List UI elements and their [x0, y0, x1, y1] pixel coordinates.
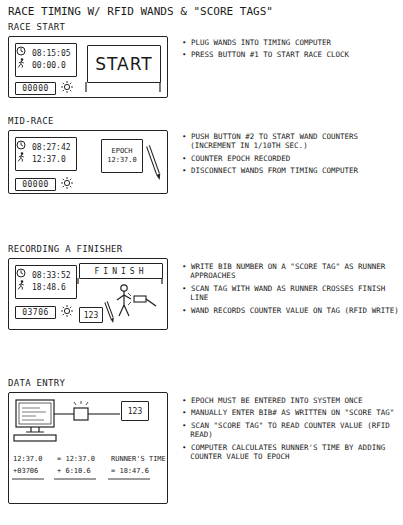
bullet-note: • WRITE BIB NUMBER ON A "SCORE TAG" AS R… — [182, 262, 403, 281]
clock-icon — [17, 141, 25, 149]
light-icon — [61, 305, 73, 317]
calculation-text: 12:37.0 — [13, 455, 43, 463]
epoch-note: EPOCH 12:37.0 — [101, 139, 143, 173]
counter-display: 03706 — [15, 306, 56, 319]
bullet-note: • PUSH BUTTON #2 TO START WAND COUNTERS … — [182, 132, 403, 151]
finish-banner: FINISH — [79, 263, 163, 279]
section-heading: DATA ENTRY — [8, 378, 65, 388]
banner-pole — [86, 82, 160, 92]
counter-display: 00000 — [15, 82, 56, 95]
cable — [88, 413, 120, 414]
clock-icon — [17, 47, 25, 55]
timer-display-text: 18:48.6 — [32, 282, 72, 294]
timer-display: 08:27:4212:37.0 — [15, 137, 77, 171]
pencil — [148, 146, 160, 180]
score-tag: 123 — [121, 401, 149, 421]
clock-icon — [17, 269, 25, 277]
sketch-panel: MID-RACE08:27:4212:37.000000EPOCH 12:37.… — [8, 130, 168, 194]
runner-icon — [18, 280, 24, 289]
epoch-note-text: EPOCH 12:37.0 — [105, 147, 139, 165]
counter-display-text: 03706 — [20, 307, 51, 318]
calculation-text: = 12:37.0 — [57, 455, 95, 463]
timer-display-text: 08:27:42 — [32, 142, 72, 154]
rfid-wand — [128, 293, 156, 306]
bullet-note: • EPOCH MUST BE ENTERED INTO SYSTEM ONCE — [182, 396, 403, 405]
bullet-note: • WAND RECORDS COUNTER VALUE ON TAG (RFI… — [182, 306, 403, 315]
section-heading: MID-RACE — [8, 116, 54, 126]
score-tag-text: 123 — [84, 311, 98, 320]
calculation-text: + 6:10.6 — [57, 467, 91, 475]
bullet-note: • COMPUTER CALCULATES RUNNER'S TIME BY A… — [182, 443, 403, 462]
timer-display-text: 08:33:52 — [32, 270, 72, 282]
start-banner-text: START — [95, 54, 152, 74]
timer-display-text: 08:15:05 — [32, 48, 72, 60]
sketch-panel: DATA ENTRY12312:37.0+03706= 12:37.0+ 6:1… — [8, 392, 168, 504]
page-title: RACE TIMING W/ RFID WANDS & "SCORE TAGS" — [8, 5, 273, 18]
score-tag-text: 123 — [128, 407, 142, 416]
light-icon — [61, 81, 73, 93]
sum-underline — [12, 479, 150, 480]
timer-display: 08:33:5218:48.6 — [15, 265, 77, 299]
bullet-note: • SCAN "SCORE TAG" TO READ COUNTER VALUE… — [182, 421, 403, 440]
counter-display: 00000 — [15, 178, 56, 191]
bullet-note: • DISCONNECT WANDS FROM TIMING COMPUTER — [182, 166, 403, 175]
runner-icon — [18, 58, 24, 67]
start-banner: START — [87, 45, 161, 83]
timer-display-text: 12:37.0 — [32, 154, 72, 166]
rfid-reader — [74, 401, 88, 420]
section-heading: RACE START — [8, 22, 65, 32]
sketch-panel: RECORDING A FINISHER08:33:5218:48.603706… — [8, 258, 168, 330]
bullet-note: • MANUALLY ENTER BIB# AS WRITTEN ON "SCO… — [182, 408, 403, 417]
calculation-text: +03706 — [13, 467, 38, 475]
calculation-text: = 18:47.6 — [111, 467, 149, 475]
score-tag: 123 — [79, 307, 103, 323]
bullet-note: • PRESS BUTTON #1 TO START RACE CLOCK — [182, 50, 403, 59]
bullet-note: • PLUG WANDS INTO TIMING COMPUTER — [182, 38, 403, 47]
pencil — [106, 302, 114, 323]
finish-banner-text: FINISH — [95, 267, 148, 276]
runner-icon — [18, 152, 24, 161]
bullet-note: • COUNTER EPOCH RECORDED — [182, 154, 403, 163]
runner-figure — [117, 285, 131, 316]
timer-display: 08:15:0500:00.0 — [15, 43, 77, 77]
sketch-panel: RACE START08:15:0500:00.000000START — [8, 36, 168, 98]
computer — [14, 400, 56, 441]
bullet-note: • SCAN TAG WITH WAND AS RUNNER CROSSES F… — [182, 284, 403, 303]
cable — [54, 413, 74, 414]
section-heading: RECORDING A FINISHER — [8, 244, 122, 254]
light-icon — [61, 177, 73, 189]
timer-display-text: 00:00.0 — [32, 60, 72, 72]
calculation-text: RUNNER'S TIME — [111, 455, 166, 463]
counter-display-text: 00000 — [20, 179, 51, 190]
counter-display-text: 00000 — [20, 83, 51, 94]
